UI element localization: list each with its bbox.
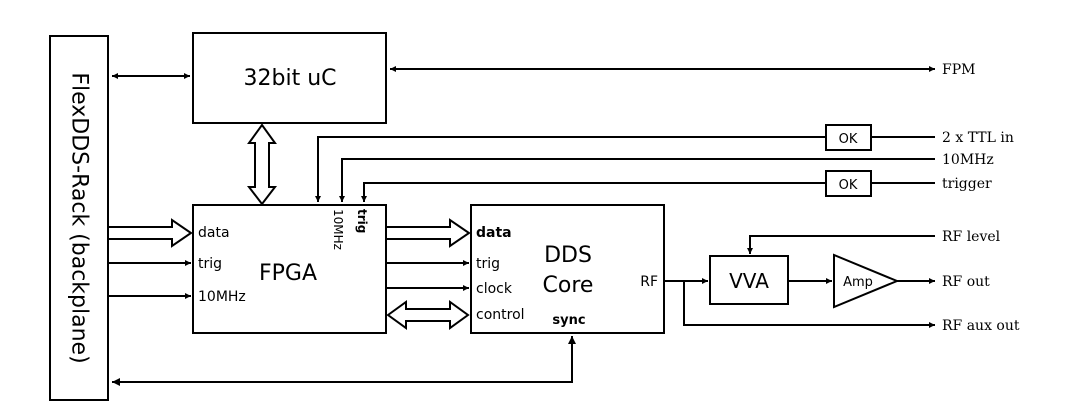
amplifier-block: Amp (833, 253, 900, 309)
amplifier-label: Amp (843, 275, 873, 290)
dds-port-clock: clock (476, 281, 513, 297)
signal-ttl-in: 2 x TTL in (942, 130, 1014, 146)
dds-core-label-line1: DDS (544, 243, 592, 268)
wire-rf-aux-out (683, 281, 935, 328)
dds-port-sync: sync (552, 313, 585, 328)
fpga-port-top-10mhz: 10MHz (331, 209, 345, 250)
dds-port-rf: RF (640, 274, 658, 290)
bus-arrows (107, 123, 471, 330)
vva-block: VVA (709, 255, 789, 305)
fpga-port-data: data (198, 225, 230, 241)
ok-buffer-trigger: OK (825, 170, 872, 197)
fpga-block: FPGA data trig 10MHz trig 10MHz (192, 204, 387, 334)
dds-port-control: control (476, 307, 525, 323)
bus-uc-fpga (246, 123, 278, 206)
backplane-label: FlexDDS-Rack (backplane) (67, 72, 92, 363)
fpga-port-10mhz: 10MHz (198, 289, 246, 305)
dds-core-label-line2: Core (543, 273, 594, 298)
fpga-port-trig: trig (198, 256, 222, 272)
external-signal-labels: FPM 2 x TTL in 10MHz trigger RF level RF… (942, 62, 1020, 334)
microcontroller-label: 32bit uC (244, 66, 337, 91)
wires (108, 66, 935, 386)
signal-rf-aux-out: RF aux out (942, 318, 1020, 334)
fpga-label: FPGA (259, 261, 317, 286)
ok-buffer-ttl: OK (825, 124, 872, 151)
wire-sync-backplane (112, 336, 576, 386)
dds-core-block: DDS Core data trig clock control sync RF (470, 204, 665, 334)
bus-fpga-dds-data (385, 218, 471, 248)
microcontroller-block: 32bit uC (192, 32, 387, 124)
dds-port-data: data (476, 225, 512, 241)
backplane-block: FlexDDS-Rack (backplane) (49, 35, 109, 401)
wire-rf-level (747, 235, 935, 254)
wire-trigger-to-fpga (361, 182, 826, 202)
signal-10mhz: 10MHz (942, 152, 994, 168)
bus-fpga-dds-control (386, 300, 470, 330)
signal-rf-out: RF out (942, 274, 990, 290)
signal-trigger: trigger (942, 176, 992, 192)
wire-ttl-to-fpga (315, 136, 826, 202)
fpga-port-top-trig: trig (355, 209, 369, 233)
vva-label: VVA (729, 269, 769, 293)
bus-backplane-fpga-data (107, 218, 193, 248)
ok-buffer-ttl-label: OK (839, 132, 858, 147)
ok-buffer-trigger-label: OK (839, 178, 858, 193)
dds-port-trig: trig (476, 256, 500, 272)
signal-fpm: FPM (942, 62, 975, 78)
wire-10mhz-to-fpga (339, 158, 935, 202)
signal-rf-level: RF level (942, 229, 1001, 245)
